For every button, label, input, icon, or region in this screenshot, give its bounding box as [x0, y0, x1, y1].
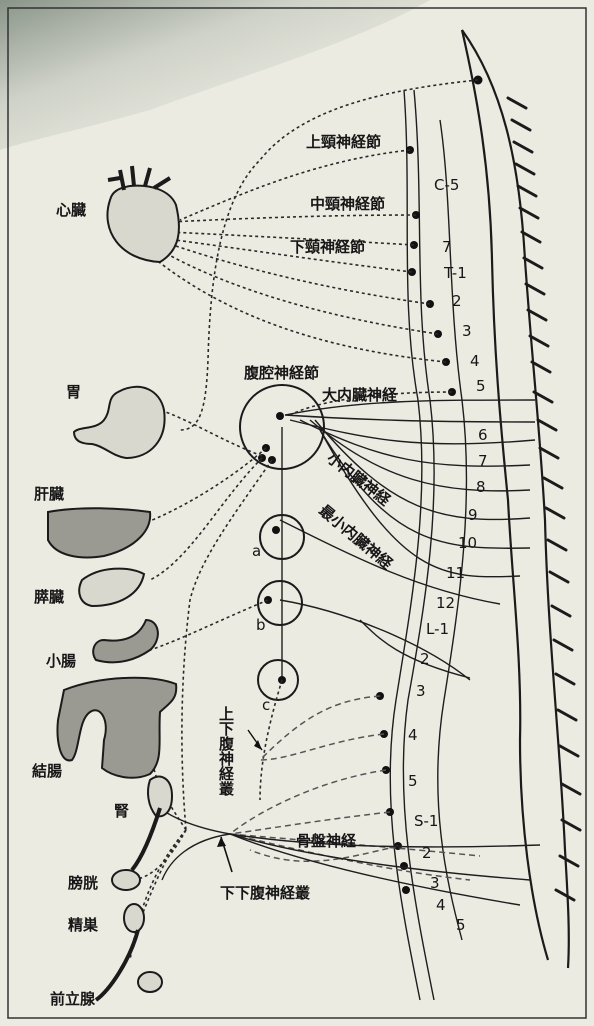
label-bladder: 膀胱 [68, 874, 98, 892]
label-stomach: 胃 [66, 383, 81, 401]
label-heart: 心臓 [56, 201, 86, 219]
level-t2: 2 [452, 292, 462, 310]
label-middle-cervical-ganglion: 中頸神経節 [310, 195, 385, 213]
label-greater-splanchnic-nerve: 大内臓神経 [322, 386, 398, 404]
label-testis: 精巣 [68, 916, 99, 934]
label-liver: 肝臓 [34, 485, 64, 503]
level-t8: 8 [476, 478, 486, 496]
level-l2: 2 [420, 650, 430, 668]
level-s5: 5 [456, 916, 466, 934]
level-t12: 12 [436, 594, 455, 612]
level-t11: 11 [446, 564, 465, 582]
label-kidney: 腎 [114, 802, 129, 820]
label-plexus-b: b [256, 616, 266, 634]
level-l1: L-1 [426, 620, 449, 638]
level-s4: 4 [436, 896, 446, 914]
label-prostate: 前立腺 [50, 990, 96, 1008]
level-t1: T-1 [443, 264, 467, 282]
level-s2: 2 [422, 844, 432, 862]
level-t7: 7 [478, 452, 488, 470]
level-t9: 9 [468, 506, 478, 524]
label-superior-hypogastric-plexus: 上下腹神経叢 [217, 706, 235, 797]
level-t10: 10 [458, 534, 477, 552]
level-s1: S-1 [414, 812, 438, 830]
label-superior-cervical-ganglion: 上頸神経節 [306, 133, 381, 151]
level-l5: 5 [408, 772, 418, 790]
testis-organ [124, 904, 144, 932]
label-inferior-hypogastric-plexus: 下下腹神経叢 [220, 884, 310, 902]
label-pancreas: 膵臓 [34, 588, 64, 606]
label-celiac-ganglion: 腹腔神経節 [244, 364, 319, 382]
level-t5: 5 [476, 377, 486, 395]
label-small-intestine: 小腸 [46, 652, 76, 670]
label-colon: 結腸 [32, 762, 62, 780]
label-pelvic-nerve: 骨盤神経 [296, 832, 357, 850]
level-t6: 6 [478, 426, 488, 444]
label-inferior-cervical-ganglion: 下頸神経節 [290, 238, 365, 256]
label-plexus-a: a [252, 542, 261, 560]
level-t3: 3 [462, 322, 472, 340]
level-l4: 4 [408, 726, 418, 744]
label-plexus-c: c [262, 696, 270, 714]
bladder-organ [112, 870, 140, 890]
level-l3: 3 [416, 682, 426, 700]
level-t4: 4 [470, 352, 480, 370]
level-s3: 3 [430, 874, 440, 892]
level-c5: C-5 [434, 176, 459, 194]
level-c7: 7 [442, 238, 452, 256]
